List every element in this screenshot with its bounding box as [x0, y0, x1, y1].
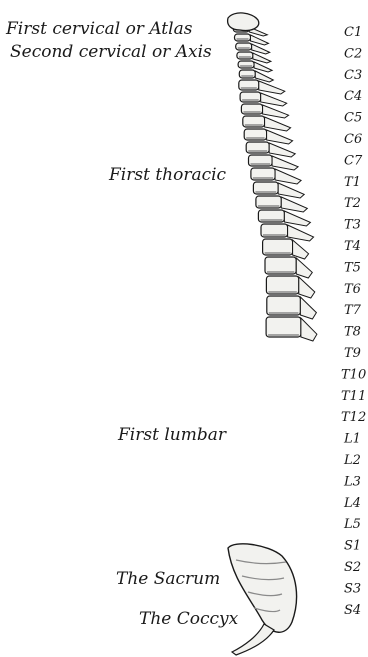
label-coccyx: The Coccyx [139, 609, 239, 629]
vertebra-code-c7: C7 [344, 153, 363, 168]
vertebra-code-t3: T3 [344, 218, 361, 233]
vertebra-body [267, 296, 301, 315]
spine-illustration [228, 13, 317, 655]
vertebra-code-c3: C3 [344, 68, 362, 83]
spinous-process [252, 44, 270, 54]
vertebra-code-c5: C5 [344, 111, 362, 126]
label-sacrum: The Sacrum [116, 569, 220, 589]
vertebra-code-s4: S4 [344, 603, 361, 618]
spinous-process [284, 211, 310, 226]
spinous-process [281, 197, 307, 212]
spinous-process [296, 258, 312, 278]
spinous-process [261, 93, 287, 106]
vertebra-code-c4: C4 [344, 89, 362, 104]
vertebra-code-t10: T10 [341, 367, 366, 382]
spinous-process [267, 130, 293, 144]
coccyx-tail [232, 624, 274, 655]
spinous-process [254, 62, 272, 72]
sacrum [228, 544, 297, 632]
vertebra-code-l4: L4 [343, 496, 361, 511]
spinous-process [251, 35, 269, 45]
spinous-process [265, 117, 291, 131]
vertebra-code-l2: L2 [343, 453, 361, 468]
spinous-process [272, 156, 298, 170]
vertebra-body [238, 61, 254, 68]
label-axis: Second cervical or Axis [10, 42, 212, 62]
spinous-process [293, 240, 309, 259]
vertebra-code-t6: T6 [344, 282, 361, 297]
spinous-process [301, 318, 317, 341]
vertebra-code-s2: S2 [344, 560, 361, 575]
label-first-lumbar: First lumbar [117, 425, 227, 445]
vertebra-code-t11: T11 [341, 389, 366, 404]
spinous-process [275, 169, 301, 184]
label-atlas: First cervical or Atlas [5, 19, 193, 39]
vertebra-code-l1: L1 [343, 432, 361, 447]
spinous-process [278, 183, 304, 198]
vertebra-code-l5: L5 [343, 517, 361, 532]
atlas-knob [228, 13, 259, 31]
vertebra-code-c2: C2 [344, 46, 362, 61]
vertebra-code-t8: T8 [344, 325, 361, 340]
spinous-process [288, 225, 314, 241]
spinous-process [299, 277, 315, 298]
vertebra-body [237, 52, 253, 59]
spinous-process [269, 143, 295, 157]
label-first-thoracic: First thoracic [108, 165, 227, 185]
vertebra-code-s1: S1 [344, 539, 361, 554]
vertebra-body [239, 70, 255, 78]
vertebra-code-column: C1C2C3C4C5C6C7T1T2T3T4T5T6T7T8T9T10T11T1… [341, 25, 366, 618]
spinous-process [300, 297, 316, 319]
vertebra-body [235, 34, 251, 41]
vertebra-code-t12: T12 [341, 410, 366, 425]
vertebra-code-t2: T2 [344, 196, 361, 211]
vertebra-code-t5: T5 [344, 260, 361, 275]
vertebra-body [236, 43, 252, 50]
spinous-process [263, 105, 289, 118]
spinous-process [259, 81, 285, 94]
vertebra-code-s3: S3 [344, 581, 361, 596]
vertebra-code-t7: T7 [344, 303, 362, 318]
spinous-process [253, 53, 271, 63]
vertebra-code-t1: T1 [344, 175, 361, 190]
vertebra-code-t9: T9 [344, 346, 361, 361]
vertebra-code-c1: C1 [344, 25, 362, 40]
vertebra-code-l3: L3 [343, 474, 361, 489]
vertebra-body [266, 317, 301, 337]
vertebra-code-c6: C6 [344, 132, 362, 147]
vertebra-code-t4: T4 [344, 239, 361, 254]
